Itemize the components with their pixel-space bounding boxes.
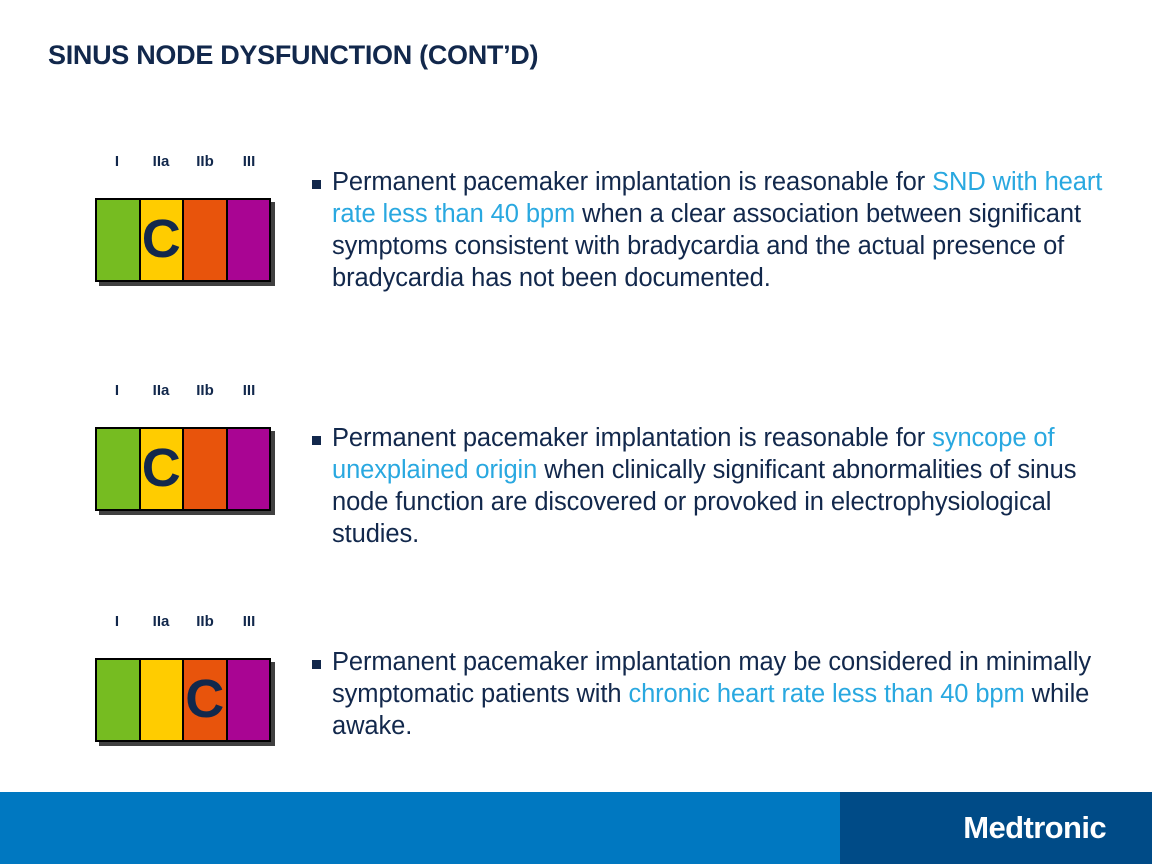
cor-label-iia: IIa: [152, 613, 170, 630]
cor-block-iia: [140, 660, 184, 740]
level-of-evidence-letter: C: [185, 669, 225, 729]
cor-color-blocks: C: [95, 427, 271, 511]
cor-label-iib: IIb: [196, 153, 214, 170]
recommendation-body: Permanent pacemaker implantation is reas…: [332, 422, 1112, 550]
cor-loe-indicator: I IIa IIb III C: [95, 612, 271, 742]
recommendation-body: Permanent pacemaker implantation may be …: [332, 646, 1112, 742]
bullet-square-icon: [312, 180, 321, 189]
cor-label-row: I IIa IIb III: [95, 152, 271, 174]
recommendation-text: Permanent pacemaker implantation may be …: [312, 646, 1112, 742]
cor-loe-indicator: I IIa IIb III C: [95, 152, 271, 282]
cor-label-iia: IIa: [152, 382, 170, 399]
body-text-segment: Permanent pacemaker implantation is reas…: [332, 424, 933, 452]
cor-label-i: I: [114, 153, 120, 170]
cor-block-iia: C: [140, 200, 184, 280]
body-text-segment: when a clear association between signifi…: [332, 200, 1081, 292]
body-text-segment: while awake.: [332, 680, 1090, 740]
cor-block-i: [97, 429, 141, 509]
cor-label-i: I: [114, 613, 120, 630]
cor-block-iii: [227, 429, 269, 509]
body-text-segment: Permanent pacemaker implantation is reas…: [332, 168, 933, 196]
highlighted-phrase: SND with heart rate less than 40 bpm: [332, 168, 1103, 228]
cor-label-iii: III: [242, 382, 256, 399]
cor-block-iii: [227, 200, 269, 280]
bullet-square-icon: [312, 436, 321, 445]
cor-block-iii: [227, 660, 269, 740]
page-title: SINUS NODE DYSFUNCTION (CONT’D): [48, 40, 539, 70]
slide-footer: Medtronic: [0, 792, 1152, 864]
cor-label-iii: III: [242, 153, 256, 170]
level-of-evidence-letter: C: [141, 438, 181, 498]
body-text-segment: when clinically significant abnormalitie…: [332, 456, 1077, 548]
cor-color-blocks: C: [95, 658, 271, 742]
cor-block-i: [97, 200, 141, 280]
cor-color-blocks: C: [95, 198, 271, 282]
cor-block-iib: [184, 429, 228, 509]
recommendation-body: Permanent pacemaker implantation is reas…: [332, 166, 1112, 294]
cor-label-row: I IIa IIb III: [95, 381, 271, 403]
highlighted-phrase: syncope of unexplained origin: [332, 424, 1055, 484]
cor-block-iib: C: [184, 660, 228, 740]
body-text-segment: Permanent pacemaker implantation may be …: [332, 648, 1092, 708]
cor-label-iii: III: [242, 613, 256, 630]
cor-label-iib: IIb: [196, 382, 214, 399]
bullet-square-icon: [312, 660, 321, 669]
cor-block-iia: C: [140, 429, 184, 509]
level-of-evidence-letter: C: [141, 209, 181, 269]
cor-label-row: I IIa IIb III: [95, 612, 271, 634]
cor-block-i: [97, 660, 141, 740]
recommendation-text: Permanent pacemaker implantation is reas…: [312, 166, 1112, 294]
cor-label-i: I: [114, 382, 120, 399]
highlighted-phrase: chronic heart rate less than 40 bpm: [628, 680, 1025, 708]
cor-label-iia: IIa: [152, 153, 170, 170]
cor-label-iib: IIb: [196, 613, 214, 630]
brand-logo-text: Medtronic: [963, 810, 1106, 845]
recommendation-text: Permanent pacemaker implantation is reas…: [312, 422, 1112, 550]
brand-logo-block: Medtronic: [840, 792, 1152, 864]
cor-block-iib: [184, 200, 228, 280]
cor-loe-indicator: I IIa IIb III C: [95, 381, 271, 511]
